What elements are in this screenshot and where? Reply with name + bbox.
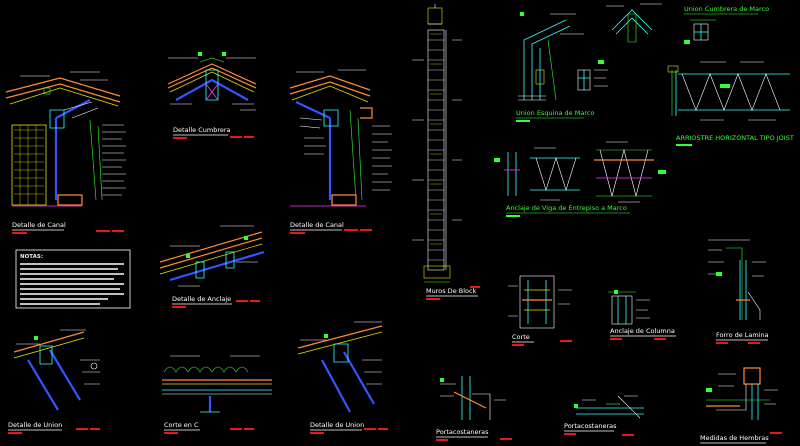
muros-de-block-title: Muros De Block — [426, 287, 477, 295]
anclaje-viga-entrepiso-title: Anclaje de Viga de Entrepiso a Marco — [506, 204, 627, 212]
scale-bar — [90, 428, 100, 430]
detalle-anclaje-1-label: Detalle de Anclaje — [172, 295, 260, 308]
scale-bar — [290, 232, 305, 234]
scale-bar — [112, 230, 124, 232]
portacostaneras-1-drawing — [440, 376, 506, 420]
scale-bar — [516, 120, 530, 122]
corte-en-c-title: Corte en C — [164, 421, 199, 429]
medidas-hembras-label: Medidas de Hembras — [700, 432, 782, 444]
detalle-canal-2-drawing — [289, 69, 392, 207]
portacostaneras-2-drawing — [574, 395, 644, 419]
scale-bar — [12, 232, 27, 234]
scale-bar — [364, 428, 376, 430]
scale-bar — [426, 298, 440, 300]
scale-bar — [654, 338, 666, 340]
scale-bar — [173, 137, 187, 139]
scale-bar — [236, 300, 248, 302]
scale-bar — [378, 428, 388, 430]
scale-bar — [470, 286, 480, 288]
detalle-canal-1-drawing — [5, 71, 126, 207]
scale-bar — [748, 342, 760, 344]
scale-bar — [716, 342, 728, 344]
scale-bar — [564, 433, 576, 435]
forro-lamina-title: Forro de Lamina — [716, 331, 769, 339]
corte-en-c-drawing — [162, 355, 272, 413]
corte-en-c-label: Corte en C — [164, 421, 254, 434]
union-esquina-marco-title: Union Esquina de Marco — [516, 109, 594, 117]
detalle-cumbrera-drawing — [167, 52, 257, 111]
detalle-anclaje-1-drawing — [159, 225, 265, 287]
scale-bar — [360, 229, 372, 231]
corte-label: Corte — [512, 333, 572, 346]
scale-bar — [560, 340, 572, 342]
scale-bar — [96, 230, 110, 232]
union-esquina-marco-drawing — [518, 12, 608, 101]
forro-lamina-label: Forro de Lamina — [716, 331, 769, 344]
union-esquina-marco-label: Union Esquina de Marco — [516, 109, 594, 122]
scale-bar — [344, 229, 358, 231]
anclaje-columna-title: Anclaje de Columna — [610, 327, 675, 335]
portacostaneras-1-title: Portacostaneras — [436, 428, 489, 436]
union-cumbrera-marco-title: Union Cumbrera de Marco — [684, 5, 769, 13]
detalle-union-1-title: Detalle de Union — [8, 421, 62, 429]
detalle-canal-1-title: Detalle de Canal — [12, 221, 66, 229]
scale-bar — [244, 136, 254, 138]
portacostaneras-2-label: Portacostaneras — [564, 422, 634, 436]
scale-bar — [172, 306, 186, 308]
scale-bar — [164, 432, 178, 434]
detalle-union-2-label: Detalle de Union — [310, 421, 388, 434]
scale-bar — [610, 338, 622, 340]
portacostaneras-1-label: Portacostaneras — [436, 428, 512, 441]
anclaje-viga-entrepiso-drawing — [494, 141, 666, 203]
corte-drawing — [508, 275, 572, 329]
forro-lamina-drawing — [708, 239, 766, 320]
detalle-union-2-title: Detalle de Union — [310, 421, 364, 429]
scale-bar — [622, 434, 634, 436]
scale-bar — [310, 432, 324, 434]
union-cumbrera-marco-drawing — [606, 3, 716, 44]
scale-bar — [436, 439, 448, 441]
detalle-union-2-drawing — [297, 321, 383, 413]
scale-bar — [500, 438, 512, 440]
notas-title: NOTAS: — [20, 254, 43, 260]
arriostre-joist-label: ARRIOSTRE HORIZONTAL TIPO JOIST — [676, 134, 794, 146]
detalle-cumbrera-title: Detalle Cumbrera — [173, 126, 231, 134]
scale-bar — [230, 136, 242, 138]
detalle-canal-2-label: Detalle de Canal — [290, 221, 372, 234]
muros-de-block-drawing — [412, 4, 462, 283]
union-cumbrera-marco-label: Union Cumbrera de Marco — [684, 5, 769, 15]
detalle-cumbrera-label: Detalle Cumbrera — [173, 126, 254, 139]
scale-bar — [244, 428, 254, 430]
medidas-hembras-drawing — [706, 367, 778, 420]
detalle-anclaje-1-title: Detalle de Anclaje — [172, 295, 231, 303]
scale-bar — [676, 144, 692, 146]
medidas-hembras-title: Medidas de Hembras — [700, 434, 769, 442]
scale-bar — [506, 215, 520, 217]
notas-box: NOTAS: — [15, 249, 131, 309]
muros-de-block-label: Muros De Block — [426, 286, 480, 300]
arriostre-joist-drawing — [667, 61, 790, 121]
scale-bar — [770, 432, 782, 434]
detalle-union-1-drawing — [13, 329, 100, 411]
scale-bar — [76, 428, 88, 430]
scale-bar — [250, 300, 260, 302]
anclaje-viga-entrepiso-label: Anclaje de Viga de Entrepiso a Marco — [506, 204, 630, 217]
detalle-canal-1-label: Detalle de Canal — [12, 221, 124, 234]
anclaje-columna-label: Anclaje de Columna — [610, 327, 676, 340]
detalle-union-1-label: Detalle de Union — [8, 421, 100, 434]
portacostaneras-2-title: Portacostaneras — [564, 422, 617, 430]
scale-bar — [512, 344, 524, 346]
arriostre-joist-title: ARRIOSTRE HORIZONTAL TIPO JOIST — [676, 134, 794, 142]
scale-bar — [230, 428, 242, 430]
anclaje-columna-drawing — [608, 290, 650, 325]
detalle-canal-2-title: Detalle de Canal — [290, 221, 344, 229]
scale-bar — [8, 432, 22, 434]
corte-title: Corte — [512, 333, 530, 341]
